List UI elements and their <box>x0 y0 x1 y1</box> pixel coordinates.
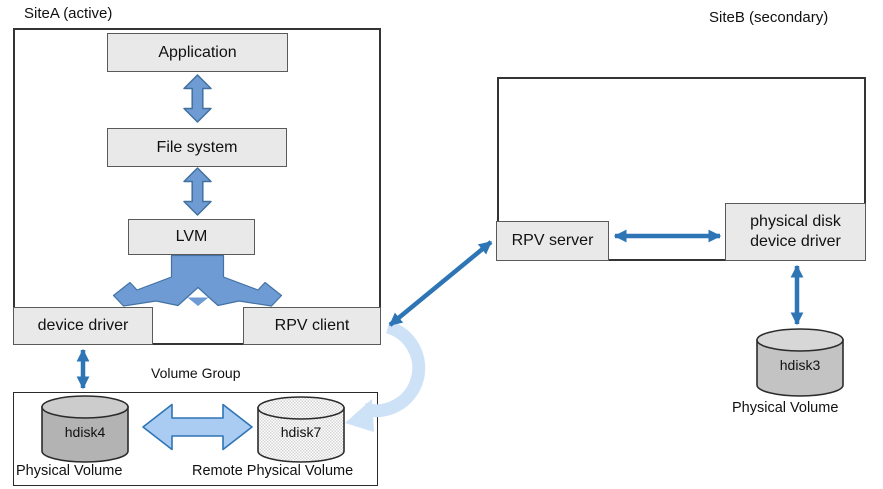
node-pddd-label-line2: device driver <box>750 233 841 250</box>
node-file-system-label: File system <box>156 138 238 156</box>
node-rpv-client: RPV client <box>243 307 381 345</box>
physical-volume-label-siteA: Physical Volume <box>16 463 123 479</box>
siteB-title: SiteB (secondary) <box>709 9 829 26</box>
physical-volume-label-siteB: Physical Volume <box>732 400 839 416</box>
node-physical-disk-device-driver: physical disk device driver <box>725 203 866 261</box>
node-application: Application <box>107 33 288 72</box>
hdisk7-label: hdisk7 <box>280 424 322 440</box>
arrow-rpvclient-rpvserver <box>388 240 493 327</box>
node-rpv-server-label: RPV server <box>511 232 594 250</box>
node-rpv-client-label: RPV client <box>274 317 350 335</box>
node-file-system: File system <box>107 128 287 167</box>
node-rpv-server: RPV server <box>496 221 609 261</box>
hdisk3-label: hdisk3 <box>779 357 821 373</box>
node-device-driver-label: device driver <box>37 317 129 335</box>
remote-physical-volume-label: Remote Physical Volume <box>192 463 354 479</box>
siteA-box <box>13 28 381 345</box>
node-pddd-label-line1: physical disk <box>750 213 841 231</box>
siteA-title: SiteA (active) <box>24 5 113 22</box>
hdisk4-label: hdisk4 <box>64 424 106 440</box>
node-device-driver: device driver <box>13 307 153 345</box>
node-lvm: LVM <box>128 219 255 255</box>
node-application-label: Application <box>158 43 237 61</box>
node-lvm-label: LVM <box>175 228 208 246</box>
volume-group-title: Volume Group <box>151 365 241 381</box>
